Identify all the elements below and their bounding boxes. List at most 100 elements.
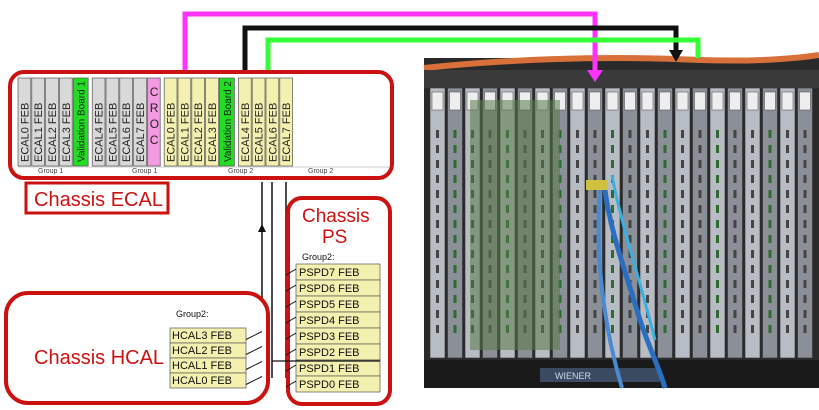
photo-card-led [593,310,597,318]
photo-card-led [786,145,789,153]
ps-link [285,364,297,372]
photo-card-led [453,190,457,198]
hcal-title: Chassis HCAL [34,347,164,369]
hcal-feb-label: HCAL2 FEB [172,345,232,357]
photo-card-led [593,265,597,273]
photo-card-led [576,265,579,273]
photo-card-led [803,310,807,318]
photo-card-led [453,250,457,258]
photo-card-led [786,160,789,168]
ps-feb-label: PSPD4 FEB [299,315,360,327]
photo-card-connector [764,91,776,111]
photo-card-led [628,160,632,168]
photo-card-led [681,160,684,168]
photo-card-led [803,250,807,258]
ps-feb-label: PSPD3 FEB [299,331,360,343]
ecal-group2b-label: Group 2 [308,168,333,175]
photo-card-led [628,295,632,303]
photo-card-led [786,310,789,318]
photo-card-led [768,190,772,198]
photo-card-led [663,160,667,168]
photo-card-led [716,190,719,198]
photo-card-led [646,145,649,153]
photo-card-led [436,190,439,198]
photo-card-led [663,325,667,333]
photo-card-led [436,295,439,303]
photo-card-led [716,310,719,318]
ps-link [285,284,297,292]
photo-card-led [646,280,649,288]
ecal-slot-label: ECAL6 FEB [267,103,279,162]
photo-card-led [453,205,457,213]
photo-card-led [593,235,597,243]
hcal-feb-row [169,372,247,389]
photo-card-led [751,220,754,228]
photo-card-led [751,130,754,138]
ecal-slot-label: ECAL7 FEB [281,103,293,162]
photo-card-led [698,205,702,213]
photo-card-led [628,265,632,273]
photo-card-led [716,160,719,168]
hcal-feb-label: HCAL1 FEB [172,360,232,372]
photo-card-led [576,220,579,228]
photo-card-led [663,205,667,213]
ecal-slot [59,77,73,167]
photo-card-connector [571,91,584,111]
photo-card-led [593,130,597,138]
photo-card-connector [589,91,601,111]
ecal-group1b-label: Group 1 [132,168,157,175]
ps-feb-label: PSPD5 FEB [299,299,360,311]
ecal-slot-label: ECAL4 FEB [94,103,106,162]
photo-card-led [733,280,737,288]
photo-card-led [576,280,579,288]
photo-card-led [646,235,649,243]
photo-card-led [786,235,789,243]
photo-card-led [751,310,754,318]
photo-card-led [698,235,702,243]
ecal-slot-label: ECAL4 FEB [240,103,252,162]
photo-card-led [803,145,807,153]
ecal-slot [45,77,59,167]
crate-brand-label: WIENER [555,371,592,381]
photo-card-led [768,205,772,213]
photo-card-led [786,205,789,213]
photo-card-led [698,175,702,183]
photo-card-led [593,295,597,303]
photo-card-led [453,265,457,273]
photo-card-led [611,250,614,258]
photo-card-led [768,145,772,153]
photo-card-led [751,295,754,303]
photo-card-led [576,175,579,183]
photo-card-led [663,145,667,153]
photo-card-led [628,325,632,333]
photo-card-led [453,160,457,168]
photo-card-led [786,280,789,288]
photo-card-led [681,205,684,213]
photo-card-led [803,295,807,303]
photo-card-led [751,205,754,213]
ps-link [285,316,297,324]
photo-card-led [436,175,439,183]
photo-card-led [611,235,614,243]
photo-card-led [611,190,614,198]
photo-card-led [453,220,457,228]
photo-card-led [786,130,789,138]
ecal-slot [251,77,266,167]
photo-card-led [611,145,614,153]
photo-card-led [593,325,597,333]
photo-card-led [646,295,649,303]
photo-card-connector [606,91,619,111]
photo-card-led [716,220,719,228]
photo-card-led [593,220,597,228]
photo-card-led [698,130,702,138]
photo-card-led [803,265,807,273]
photo-card-led [436,145,439,153]
ecal-slot [72,77,89,167]
photo-card-led [716,325,719,333]
photo-card-led [733,190,737,198]
photo-card-led [786,175,789,183]
cable-green [265,37,701,78]
photo-card-led [698,265,702,273]
hcal-group-label: Group2: [176,309,209,319]
